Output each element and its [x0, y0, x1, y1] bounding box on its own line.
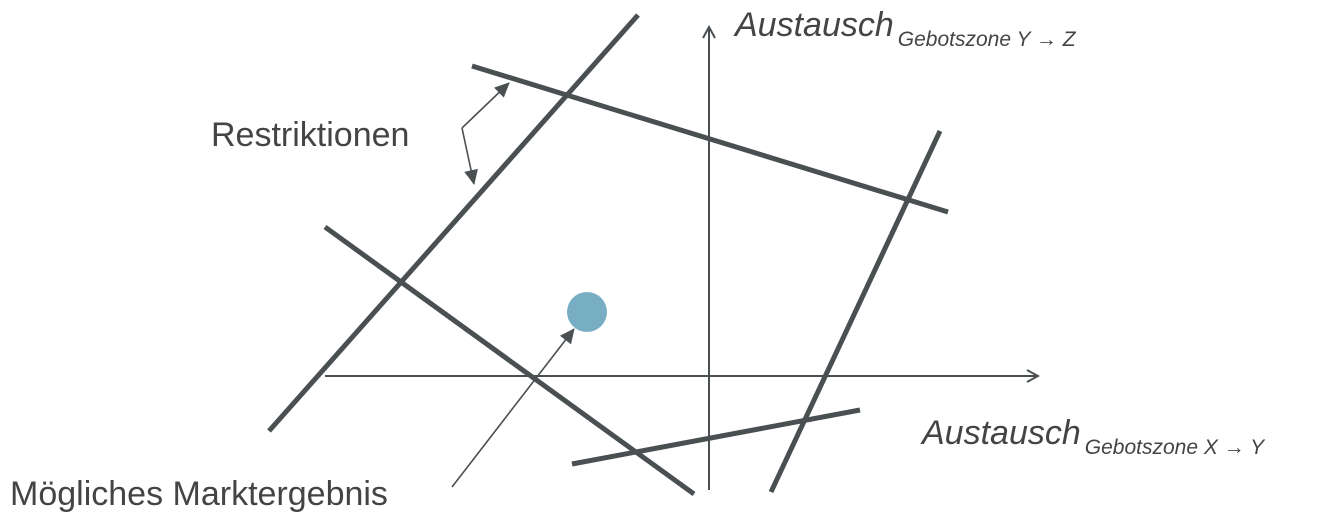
- restrictions-arrow-upper: [461, 82, 510, 129]
- x-axis-label-sub: Gebotszone X → Y: [1085, 436, 1266, 459]
- restriction-line-5: [571, 407, 861, 467]
- y-axis-label-sub: Gebotszone Y → Z: [898, 28, 1077, 51]
- y-axis-label-main: Austausch: [733, 6, 894, 44]
- market-result-point: [567, 292, 607, 332]
- restrictions-label: Restriktionen: [211, 116, 409, 154]
- restriction-line-3: [323, 224, 696, 497]
- restrictions-arrow-lower: [461, 127, 478, 185]
- market-result-label: Mögliches Marktergebnis: [10, 475, 388, 513]
- restriction-lines: [267, 13, 949, 497]
- x-axis-label-main: Austausch: [920, 414, 1081, 452]
- restriction-line-4: [768, 129, 943, 494]
- restriction-line-2: [471, 63, 949, 215]
- restriction-line-1: [267, 13, 640, 433]
- market-result-arrow: [451, 328, 575, 488]
